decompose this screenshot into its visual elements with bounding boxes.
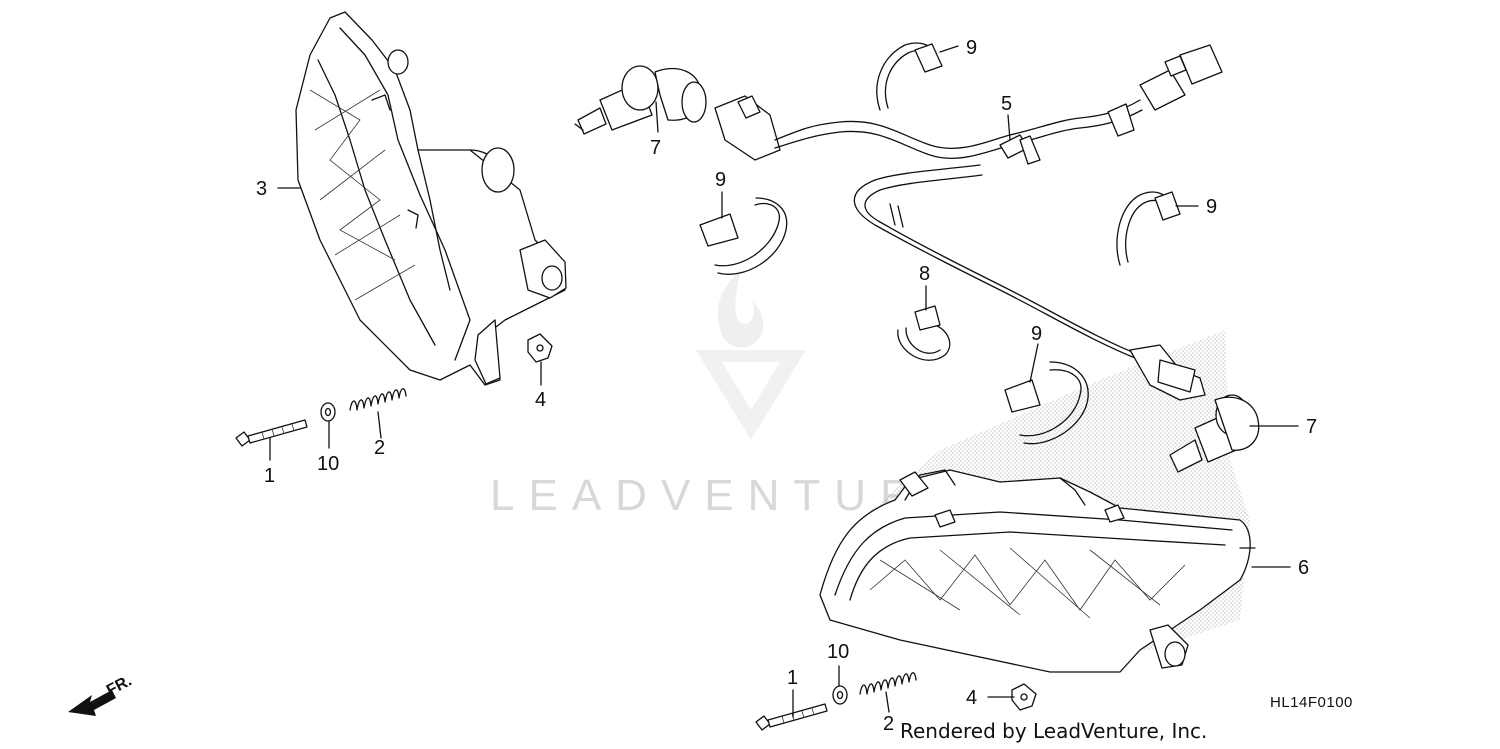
clamp-top [876, 42, 943, 111]
washer-left [320, 402, 336, 422]
callout-2-right: 2 [883, 713, 894, 735]
bulb-socket-right [1169, 394, 1260, 473]
callout-7-top: 7 [650, 137, 661, 159]
clamp-mid-left [699, 197, 788, 275]
callout-1-left: 1 [264, 465, 275, 487]
callout-2-left: 2 [374, 437, 385, 459]
callout-9-lower: 9 [1031, 323, 1042, 345]
clamp-right [1116, 191, 1181, 266]
callout-10-left: 10 [317, 453, 339, 475]
bolt-left [235, 419, 308, 447]
bulb-socket-top [574, 65, 707, 135]
washer-right [832, 685, 848, 705]
headlight-right [819, 469, 1256, 673]
callout-9-left: 9 [715, 169, 726, 191]
clip-8 [897, 305, 951, 361]
callout-9-top: 9 [966, 37, 977, 59]
nut-left [527, 333, 553, 363]
diagram-code: HL14F0100 [1270, 694, 1353, 711]
render-credit: Rendered by LeadVenture, Inc. [900, 719, 1207, 743]
callout-3: 3 [256, 178, 267, 200]
callout-5: 5 [1001, 93, 1012, 115]
callout-labels: 3 7 9 5 9 9 8 9 7 6 4 1 10 2 1 10 2 4 [256, 37, 1317, 735]
nut-right [1011, 683, 1037, 711]
callout-7-right: 7 [1306, 416, 1317, 438]
spring-right [859, 672, 917, 695]
callout-9-right: 9 [1206, 196, 1217, 218]
watermark-logo [696, 270, 806, 440]
callout-1-right: 1 [787, 667, 798, 689]
callout-6: 6 [1298, 557, 1309, 579]
spring-left [349, 388, 407, 411]
wire-harness [714, 44, 1223, 401]
bolt-right [755, 703, 828, 731]
callout-4-right: 4 [966, 687, 977, 709]
callout-10-right: 10 [827, 641, 849, 663]
headlight-left [295, 11, 567, 386]
callout-4-left: 4 [535, 389, 546, 411]
clamp-lower [1004, 361, 1089, 445]
callout-8: 8 [919, 263, 930, 285]
leader-lines [269, 45, 1299, 718]
front-direction-arrow: FR. [68, 672, 135, 716]
